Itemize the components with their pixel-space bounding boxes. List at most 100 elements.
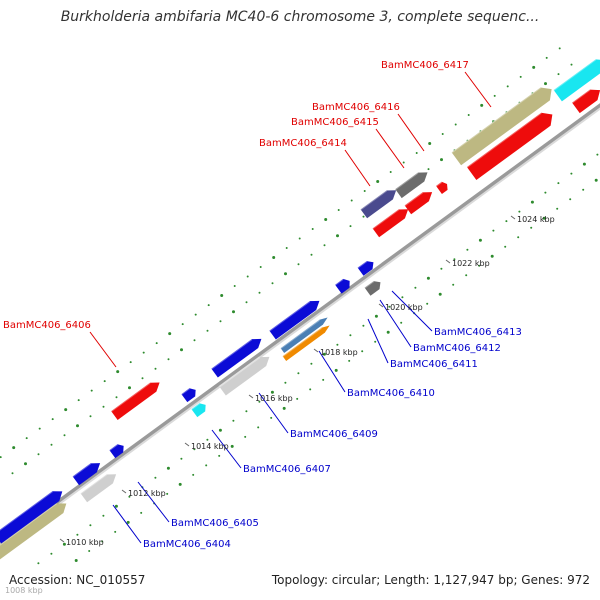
gc-dot (545, 56, 548, 59)
gene-arrow (395, 172, 428, 199)
gene-label-bammc406_6414: BamMC406_6414 (259, 138, 347, 149)
tick-mark (248, 394, 254, 399)
gene-feature (357, 260, 374, 276)
gc-dot (582, 162, 586, 166)
gene-label-bammc406_6404: BamMC406_6404 (143, 539, 231, 550)
gc-dot (556, 207, 559, 210)
gc-dot (452, 283, 455, 286)
gc-dot (334, 368, 338, 372)
gc-dot (89, 524, 92, 527)
gene-arrow (280, 317, 328, 353)
gc-dot (126, 520, 130, 524)
tick-mark (445, 259, 451, 264)
gc-dot (517, 236, 520, 239)
gene-arrow (109, 444, 124, 459)
gc-dot (285, 247, 288, 249)
gene-arrow (553, 59, 600, 102)
gc-dot (115, 396, 118, 399)
gene-feature (394, 171, 428, 199)
gene-highlight (372, 208, 400, 230)
backbone (0, 103, 600, 549)
gene-arrow (0, 491, 63, 544)
gene-label-bammc406_6406: BamMC406_6406 (3, 320, 91, 331)
leader-line (397, 113, 425, 152)
backbone-line (0, 103, 600, 547)
gc-dot (426, 302, 429, 305)
gene-highlight (571, 88, 591, 104)
gc-dot (244, 435, 247, 438)
gene-feature (282, 325, 330, 361)
gc-dot (271, 282, 274, 285)
gc-dot (167, 358, 170, 361)
gene-arrow (0, 503, 67, 562)
gene-arrow (451, 87, 552, 166)
gc-dot (258, 400, 261, 403)
gc-dot (505, 220, 508, 223)
gene-feature (80, 473, 117, 503)
gc-dot (192, 473, 195, 476)
gc-dot (596, 153, 599, 156)
gene-label-bammc406_6410: BamMC406_6410 (347, 388, 435, 399)
gc-dot (129, 361, 132, 364)
tick-mark (313, 348, 319, 353)
gc-dot (557, 182, 560, 185)
leader-line (375, 128, 405, 169)
gc-dot (322, 378, 325, 381)
gc-dot (12, 446, 16, 450)
gc-dot (480, 103, 484, 107)
gc-dot (220, 294, 224, 297)
gene-feature (180, 387, 196, 403)
tick-label: 1018 kbp (320, 348, 358, 357)
leader-line (112, 504, 142, 544)
gc-dot (400, 321, 403, 324)
leader-line (137, 481, 170, 523)
gc-dot (415, 152, 418, 154)
gc-dot (310, 253, 313, 256)
gc-dot (336, 234, 339, 238)
gc-dot (101, 540, 104, 543)
accession-text: Accession: NC_010557 (9, 573, 146, 587)
gene-arrow (111, 382, 160, 420)
gc-dot (88, 550, 91, 552)
gene-feature (451, 86, 552, 166)
gc-dot (454, 123, 457, 126)
gc-dot (166, 466, 170, 470)
gene-arrow (72, 463, 101, 486)
gc-dot (467, 114, 470, 116)
gene-highlight (364, 280, 375, 289)
gc-dot (519, 75, 522, 78)
gc-dot (76, 533, 79, 536)
gc-dot (128, 386, 131, 390)
tick-mark (378, 303, 384, 308)
gc-dot (453, 258, 456, 261)
gc-dot (259, 266, 262, 268)
gc-dot (154, 367, 157, 370)
gc-dot (296, 397, 299, 400)
gene-feature (372, 208, 409, 238)
gc-dot (594, 178, 598, 182)
gc-dot (219, 320, 222, 323)
gene-feature (571, 88, 600, 114)
gc-dot (557, 73, 560, 76)
tick-mark (510, 215, 516, 220)
gene-arrow (404, 192, 433, 215)
gc-dot (542, 216, 546, 220)
gc-dot (206, 329, 209, 332)
gc-dot (570, 172, 573, 175)
gc-dot (465, 274, 468, 277)
gc-dot (428, 142, 432, 145)
gc-dot (361, 350, 364, 353)
gc-dot (11, 472, 14, 475)
gc-dot (76, 424, 79, 428)
gc-dot (155, 342, 158, 345)
gc-dot (90, 389, 93, 392)
gene-feature (280, 317, 328, 353)
leader-line (464, 71, 492, 108)
gc-dot (24, 462, 27, 466)
gc-dot (102, 405, 105, 408)
gc-dot (414, 286, 417, 289)
gc-dot (282, 406, 286, 410)
gc-dot (570, 63, 573, 66)
gc-dot (37, 562, 40, 565)
